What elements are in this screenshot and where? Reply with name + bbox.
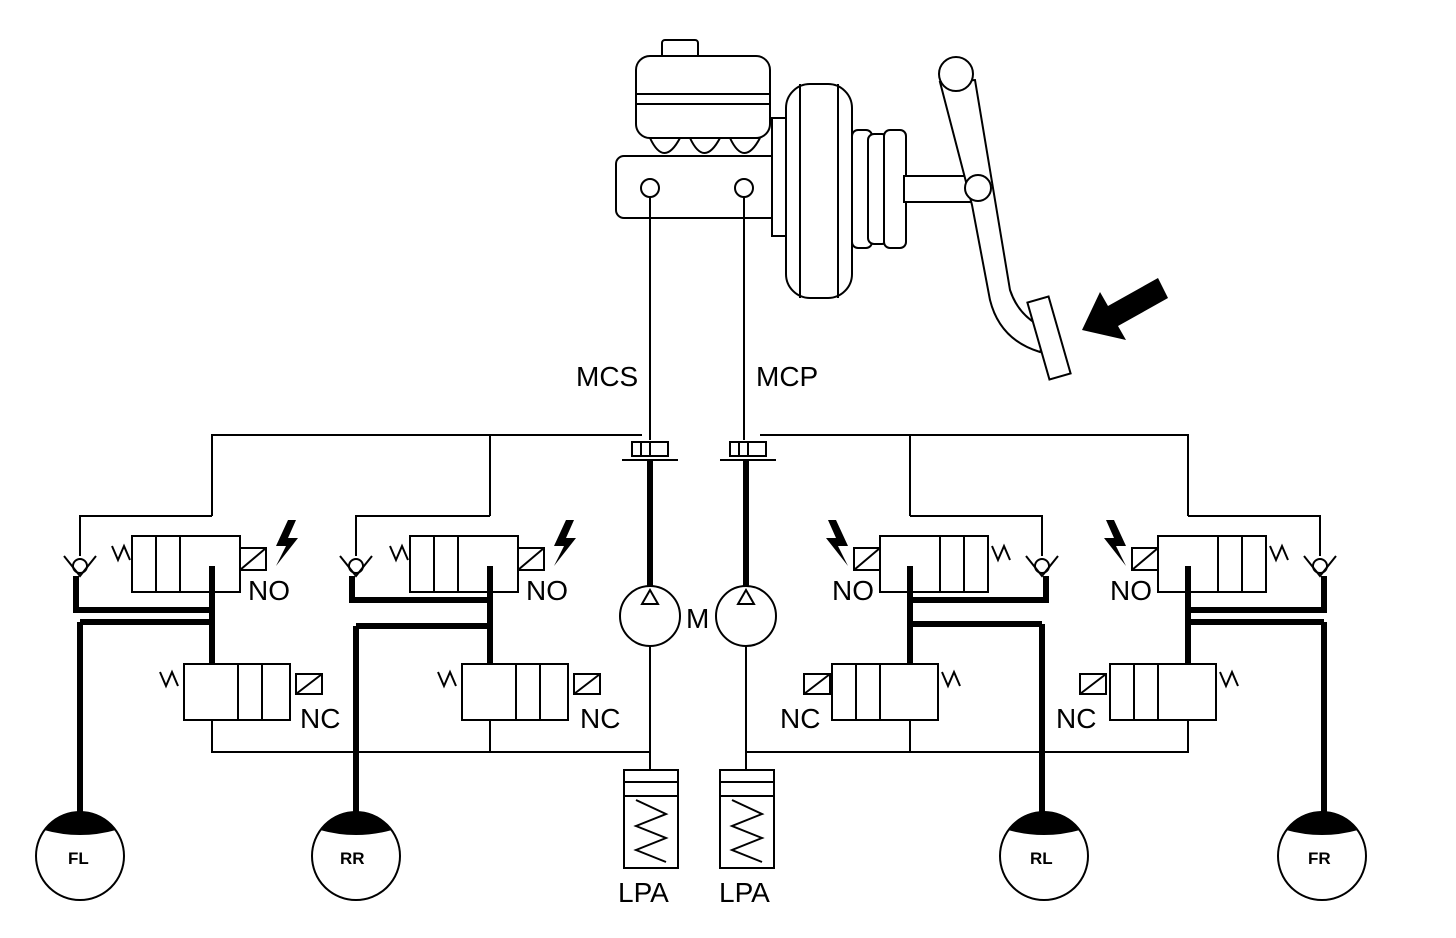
fl-no-label: NO xyxy=(248,575,290,606)
rl-nc-label: NC xyxy=(780,703,820,734)
fr-no-label: NO xyxy=(1110,575,1152,606)
force-arrow-icon xyxy=(1082,278,1168,340)
orifice-right-icon xyxy=(720,441,776,588)
motor-label: M xyxy=(686,603,709,634)
rl-no-label: NO xyxy=(832,575,874,606)
orifice-left-icon xyxy=(622,441,678,588)
mcs-label: MCS xyxy=(576,361,638,392)
wheel-rl-label: RL xyxy=(1030,849,1053,868)
rr-nc-label: NC xyxy=(580,703,620,734)
mcp-label: MCP xyxy=(756,361,818,392)
wheel-rr-label: RR xyxy=(340,849,365,868)
wheel-brake-icon xyxy=(35,811,1367,901)
pump-icon xyxy=(619,585,777,647)
channel-rr xyxy=(339,515,601,812)
wheel-fl-label: FL xyxy=(68,849,89,868)
channel-rl xyxy=(803,515,1059,812)
brake-pedal-icon xyxy=(938,56,1072,381)
rr-no-label: NO xyxy=(526,575,568,606)
wheel-fr-label: FR xyxy=(1308,849,1331,868)
brake-booster-icon xyxy=(771,83,979,299)
channel-fl xyxy=(63,515,323,812)
lpa-left-label: LPA xyxy=(618,877,669,908)
accumulator-icon xyxy=(623,769,775,869)
fr-nc-label: NC xyxy=(1056,703,1096,734)
master-cylinder-icon xyxy=(615,39,787,219)
fl-nc-label: NC xyxy=(300,703,340,734)
channel-fr xyxy=(1079,515,1337,812)
lpa-right-label: LPA xyxy=(719,877,770,908)
